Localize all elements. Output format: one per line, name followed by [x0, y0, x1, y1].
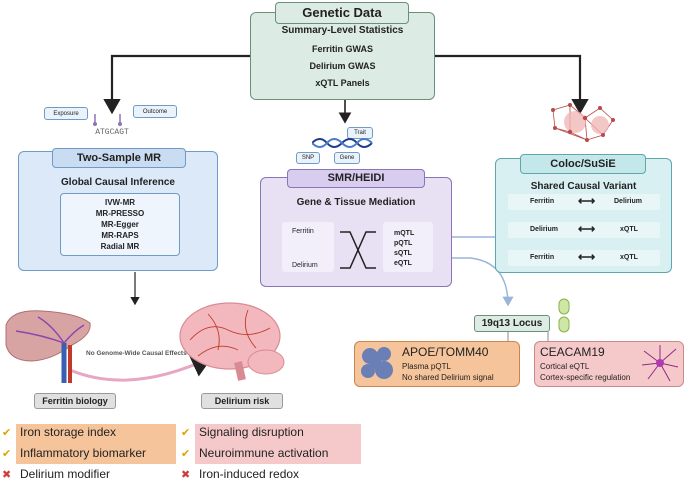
genetic-data-subtitle: Summary-Level Statistics: [281, 25, 404, 36]
ferritin-item-bg: [16, 424, 176, 464]
smr-left-item: Ferritin: [292, 228, 314, 235]
check-circle-icon: ✔: [181, 448, 191, 460]
smr-right-box: [383, 222, 433, 272]
brain-icon: [179, 302, 285, 381]
genetic-item: xQTL Panels: [315, 78, 370, 88]
trait-label: Trait: [347, 127, 373, 139]
mr-method: IVW-MR: [104, 198, 136, 207]
delirium-negative: Iron-induced redox: [199, 467, 300, 481]
check-circle-icon: ✔: [181, 427, 191, 439]
check-circle-icon: ✔: [2, 448, 12, 460]
genetic-item: Delirium GWAS: [309, 61, 376, 71]
outcome-label: Outcome: [133, 105, 177, 118]
x-circle-icon: ✖: [2, 469, 12, 481]
effects-label: No Genome-Wide Causal Effects: [86, 350, 187, 357]
delirium-item-bg: [195, 424, 361, 464]
coloc-pair-right: xQTL: [620, 226, 638, 233]
liver-icon: [5, 310, 91, 383]
smr-heidi-header: SMR/HEIDI: [287, 169, 425, 188]
smr-right-item: eQTL: [394, 260, 412, 267]
arrow-to-mr: [103, 54, 250, 115]
delirium-item: Neuroimmune activation: [199, 446, 329, 460]
delirium-risk-header: Delirium risk: [201, 393, 283, 409]
dna-helix-icon: [312, 138, 373, 148]
genetic-data-title: Genetic Data: [302, 5, 382, 20]
dna-sequence-icon: ATGCAGT: [93, 114, 129, 136]
ferritin-item: Iron storage index: [20, 425, 117, 439]
ferritin-item: Inflammatory biomarker: [20, 446, 147, 460]
coloc-pair-row: [508, 194, 660, 210]
coloc-header: Coloc/SuSiE: [520, 154, 646, 174]
coloc-pair-left: Delirium: [530, 226, 559, 233]
smr-subtitle: Gene & Tissue Mediation: [296, 197, 416, 208]
cross-connector-icon: [340, 231, 376, 269]
two-sample-mr-header: Two-Sample MR: [52, 148, 186, 168]
locus-label: 19q13 Locus: [474, 315, 550, 332]
protein-structure-icon: [361, 347, 393, 379]
coloc-pair-left: Ferritin: [530, 198, 555, 205]
mr-method: Radial MR: [100, 242, 140, 251]
smr-right-item: pQTL: [394, 240, 413, 247]
smr-right-item: sQTL: [394, 250, 412, 257]
coloc-pair-right: Delirium: [614, 198, 643, 205]
arrow-to-coloc: [435, 54, 589, 115]
exposure-label: Exposure: [44, 107, 88, 120]
double-arrow-icon: ⟷: [578, 222, 596, 236]
check-circle-icon: ✔: [2, 427, 12, 439]
apoe-line1: Plasma pQTL: [402, 362, 451, 371]
double-arrow-icon: ⟷: [578, 250, 596, 264]
coloc-pair-row: [508, 222, 660, 238]
ferritin-negative: Delirium modifier: [20, 467, 111, 481]
mr-subtitle: Global Causal Inference: [61, 177, 175, 188]
ferritin-biology-header: Ferritin biology: [34, 393, 116, 409]
ceacam-title: CEACAM19: [540, 345, 605, 359]
smr-right-item: mQTL: [394, 230, 415, 237]
apoe-title: APOE/TOMM40: [402, 345, 489, 359]
double-arrow-icon: ⟷: [578, 194, 596, 208]
genetic-data-panel: [250, 12, 435, 100]
mr-methods-box: [60, 193, 180, 256]
coloc-pair-right: xQTL: [620, 254, 638, 261]
delirium-item: Signaling disruption: [199, 425, 304, 439]
mr-method: MR-Egger: [101, 220, 139, 229]
mr-method: MR-PRESSO: [95, 209, 145, 218]
ceacam-line1: Cortical eQTL: [540, 362, 590, 371]
smr-left-item: Delirium: [292, 262, 318, 269]
neuron-icon: [641, 345, 679, 382]
ceacam-line2: Cortex-specific regulation: [540, 373, 631, 382]
mr-method: MR-RAPS: [101, 231, 139, 240]
smr-left-box: [282, 222, 334, 272]
x-circle-icon: ✖: [181, 469, 191, 481]
arrow-liver-brain: [69, 354, 213, 382]
coloc-subtitle: Shared Causal Variant: [530, 181, 637, 192]
coloc-pair-left: Ferritin: [530, 254, 555, 261]
svg-text:ATGCAGT: ATGCAGT: [95, 128, 129, 136]
genetic-item: Ferritin GWAS: [311, 44, 373, 54]
network-icon: [551, 103, 615, 142]
genetic-data-header: Genetic Data: [275, 2, 409, 24]
apoe-line2: No shared Delirium signal: [402, 373, 494, 382]
coloc-pair-row: [508, 250, 660, 266]
chromosome-icon: [558, 298, 570, 333]
gene-label: Gene: [334, 152, 360, 164]
snp-label: SNP: [296, 152, 320, 164]
